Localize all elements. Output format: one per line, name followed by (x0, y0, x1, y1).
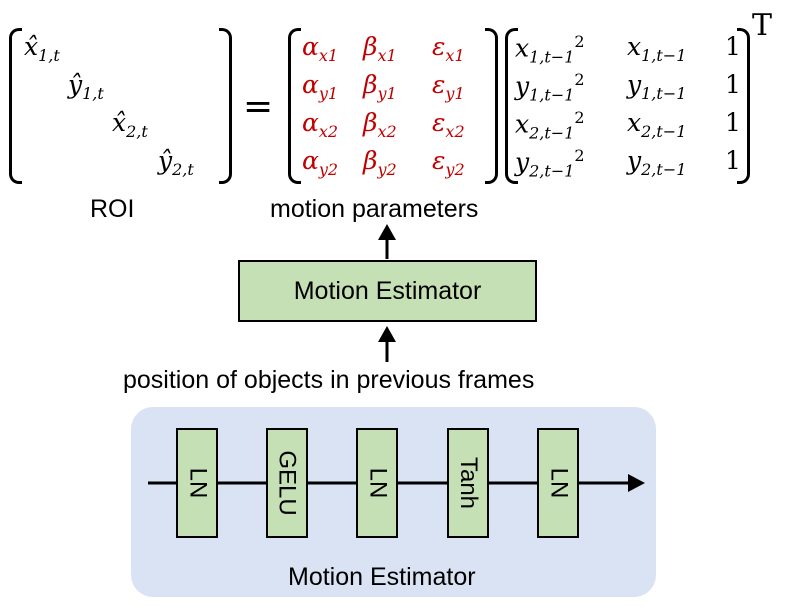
arrow-up-bottom-head (378, 326, 396, 342)
transpose-mark: T (752, 8, 773, 43)
equals-sign: = (243, 86, 274, 127)
layer-label: LN (545, 467, 572, 499)
params-left-bracket (288, 28, 301, 184)
roi-entry-3: x̂2,t (112, 108, 148, 141)
position-linear-term: y2,t−1 (627, 146, 687, 179)
layer-box: GELU (266, 428, 308, 538)
roi-left-bracket (9, 28, 22, 184)
layer-box: LN (537, 428, 579, 538)
layer-box: LN (176, 428, 218, 538)
layer-label: Tanh (455, 456, 483, 510)
motion-estimator-label: Motion Estimator (293, 276, 482, 305)
position-squared-term: y1,t−12 (515, 70, 585, 105)
param-cell: βx2 (363, 108, 397, 141)
params-right-bracket (485, 28, 498, 184)
detail-caption: Motion Estimator (288, 563, 476, 591)
arrow-up-top-head (378, 224, 396, 240)
roi-caption: ROI (90, 195, 135, 223)
position-squared-term: y2,t−12 (515, 146, 585, 181)
param-cell: βy1 (363, 70, 397, 103)
position-constant-term: 1 (725, 108, 741, 137)
position-constant-term: 1 (725, 70, 741, 99)
position-linear-term: x1,t−1 (627, 32, 687, 65)
position-linear-term: y1,t−1 (627, 70, 687, 103)
param-cell: εx2 (432, 108, 465, 141)
roi-entry-2: ŷ1,t (68, 70, 104, 103)
positions-left-bracket (505, 28, 518, 184)
layer-label: LN (364, 467, 391, 499)
position-linear-term: x2,t−1 (627, 108, 687, 141)
motion-estimator-box: Motion Estimator (238, 260, 537, 322)
position-constant-term: 1 (725, 32, 741, 61)
layer-box: Tanh (447, 428, 489, 538)
roi-entry-1: x̂1,t (24, 32, 60, 65)
layer-label: GELU (274, 450, 302, 516)
param-cell: αy2 (302, 146, 339, 179)
layer-label: LN (184, 467, 211, 499)
input-caption: position of objects in previous frames (123, 366, 535, 394)
param-cell: βy2 (363, 146, 397, 179)
param-cell: εy1 (432, 70, 465, 103)
params-caption: motion parameters (270, 195, 479, 223)
roi-right-bracket (219, 28, 232, 184)
param-cell: εx1 (432, 32, 465, 65)
param-cell: αx2 (302, 108, 339, 141)
position-constant-term: 1 (725, 146, 741, 175)
positions-right-bracket (737, 28, 750, 184)
position-squared-term: x1,t−12 (515, 32, 585, 67)
param-cell: βx1 (363, 32, 397, 65)
detail-arrow-head (628, 474, 645, 492)
param-cell: αx1 (302, 32, 339, 65)
param-cell: εy2 (432, 146, 465, 179)
roi-entry-4: ŷ2,t (158, 146, 194, 179)
position-squared-term: x2,t−12 (515, 108, 585, 143)
layer-box: LN (356, 428, 398, 538)
param-cell: αy1 (302, 70, 339, 103)
